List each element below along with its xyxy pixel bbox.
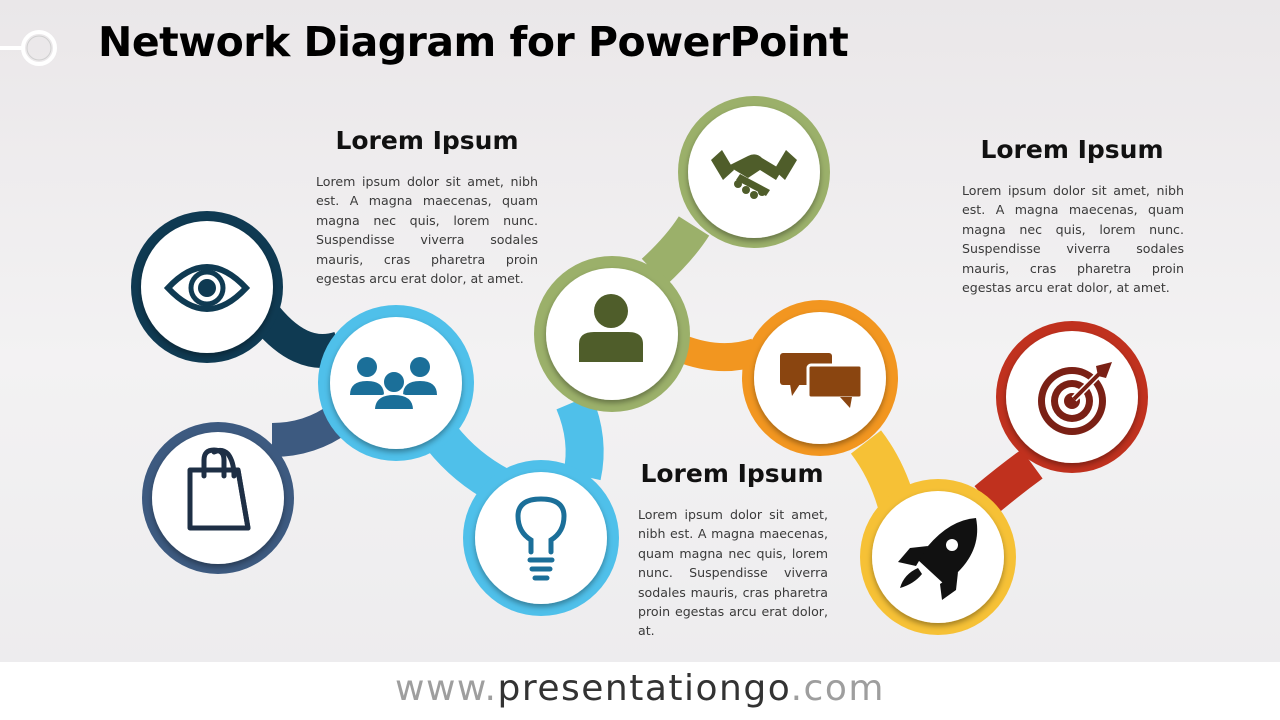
page-title: Network Diagram for PowerPoint bbox=[98, 18, 849, 66]
user-icon bbox=[579, 294, 643, 362]
connector-bulb-user bbox=[556, 394, 604, 481]
lightbulb-icon bbox=[515, 496, 567, 581]
connector-user-chat bbox=[674, 334, 761, 372]
url-main: presentationgo bbox=[497, 668, 791, 709]
node-target bbox=[996, 321, 1148, 473]
text-block-3-heading: Lorem Ipsum bbox=[640, 459, 824, 488]
team-icon bbox=[350, 357, 437, 411]
node-chat bbox=[742, 300, 898, 456]
connector-rocket-target bbox=[974, 449, 1043, 514]
node-shopping-bag bbox=[142, 422, 294, 574]
eye-icon bbox=[163, 264, 251, 312]
node-rocket bbox=[860, 479, 1016, 635]
node-lightbulb bbox=[463, 460, 619, 616]
connector-user-handshake bbox=[641, 216, 710, 286]
slide: Network Diagram for PowerPoint bbox=[0, 18, 1184, 639]
handshake-icon bbox=[711, 150, 797, 199]
node-eye bbox=[131, 211, 283, 363]
url-suffix: .com bbox=[790, 668, 885, 709]
chat-bubbles-icon bbox=[780, 353, 864, 408]
rocket-icon bbox=[898, 518, 978, 600]
footer: www.presentationgo.com bbox=[0, 662, 1280, 720]
connector-chat-rocket bbox=[850, 430, 915, 508]
node-handshake bbox=[678, 96, 830, 248]
footer-url[interactable]: www.presentationgo.com bbox=[0, 668, 1280, 709]
title-decoration-icon bbox=[0, 30, 57, 66]
text-block-2-body: Lorem ipsum dolor sit amet, nibh est. A … bbox=[962, 183, 1184, 296]
text-block-1-heading: Lorem Ipsum bbox=[335, 126, 519, 155]
node-user bbox=[534, 256, 690, 412]
network-diagram bbox=[131, 96, 1148, 635]
target-icon bbox=[1038, 362, 1112, 435]
text-block-3-body: Lorem ipsum dolor sit amet, nibh est. A … bbox=[638, 507, 828, 639]
shopping-bag-icon bbox=[187, 447, 251, 531]
text-block-1-body: Lorem ipsum dolor sit amet, nibh est. A … bbox=[316, 174, 538, 287]
text-block-2-heading: Lorem Ipsum bbox=[980, 135, 1164, 164]
url-prefix: www. bbox=[395, 668, 498, 709]
node-team bbox=[318, 305, 474, 461]
